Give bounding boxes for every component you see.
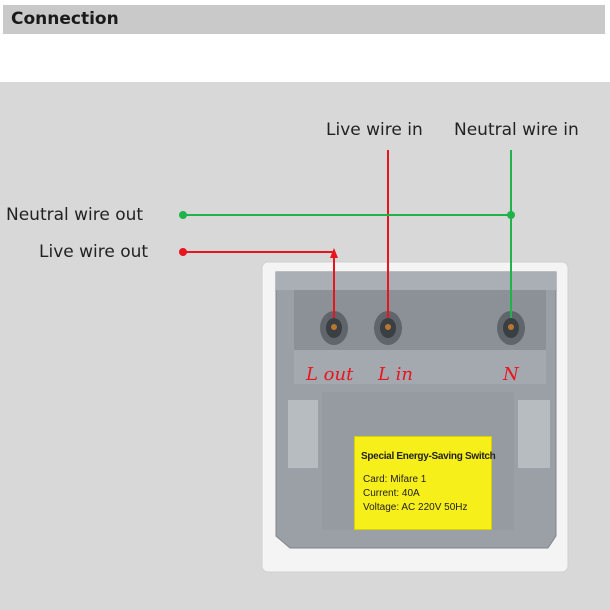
left-clip [288,400,318,468]
spec-sticker: Special Energy-Saving Switch Card: Mifar… [354,436,496,530]
label-neutral-wire-out: Neutral wire out [6,205,144,225]
terminal-block [294,290,546,350]
body-top-ridge [276,272,556,290]
terminal-label-l-in: L in [378,364,414,385]
sticker-title: Special Energy-Saving Switch [361,451,496,462]
section-header: Connection [3,5,605,34]
label-live-wire-out: Live wire out [39,242,149,262]
terminal-label-l-out: L out [306,364,354,385]
sticker-voltage: Voltage: AC 220V 50Hz [363,502,468,513]
screw-n [497,311,525,345]
live-wire-out [179,248,338,318]
label-neutral-wire-in: Neutral wire in [454,120,579,140]
screw-l-out [320,311,348,345]
label-live-wire-in: Live wire in [326,120,423,140]
terminal-label-n: N [503,364,519,385]
section-title: Connection [11,9,119,29]
sticker-current: Current: 40A [363,488,420,499]
sticker-card: Card: Mifare 1 [363,474,427,485]
neutral-wire-out [179,211,511,219]
screw-l-in [374,311,402,345]
terminal-shelf [294,350,546,384]
right-clip [518,400,550,468]
